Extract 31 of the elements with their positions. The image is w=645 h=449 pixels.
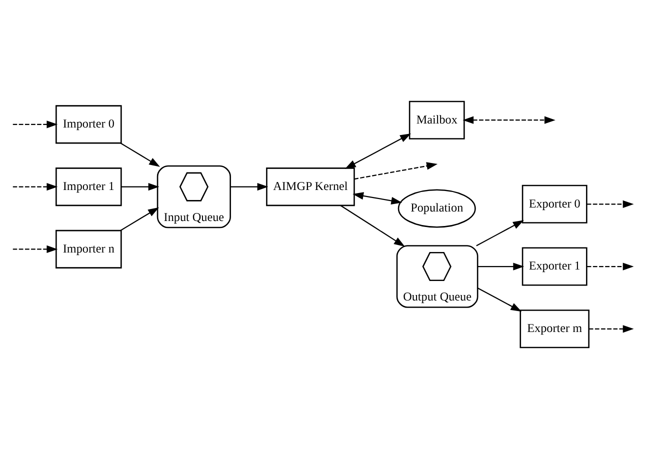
node-box: Exporter 0 <box>522 184 588 224</box>
arrow <box>120 142 160 167</box>
arrow <box>340 205 405 247</box>
node-box: Importer 1 <box>56 168 122 206</box>
node-box: Mailbox <box>408 100 465 140</box>
node-box: Importer n <box>56 230 122 268</box>
node-box: Importer 0 <box>56 105 122 144</box>
arrow <box>476 220 524 246</box>
arrow <box>12 120 58 128</box>
node-ellipse: Population <box>398 189 476 228</box>
arrow <box>586 262 634 270</box>
arrow <box>588 325 634 333</box>
arrow <box>344 133 411 169</box>
cluster: Input Queue <box>156 165 231 228</box>
node-box: Exporter m <box>520 310 590 348</box>
arrow <box>12 182 58 191</box>
arrow <box>354 162 438 180</box>
arrow <box>12 245 58 254</box>
arrow <box>121 182 160 191</box>
arrow <box>478 262 524 270</box>
arrow <box>230 182 268 191</box>
node-hexagon <box>422 252 452 282</box>
node-box: Exporter 1 <box>522 247 588 286</box>
node-hexagon <box>179 172 209 202</box>
arrow <box>462 116 556 124</box>
node-box: AIMGP Kernel <box>266 168 355 206</box>
arrow <box>586 200 634 208</box>
arrow <box>352 192 402 204</box>
cluster: Output Queue <box>396 245 478 308</box>
arrow <box>120 207 159 231</box>
arrow <box>477 287 522 312</box>
